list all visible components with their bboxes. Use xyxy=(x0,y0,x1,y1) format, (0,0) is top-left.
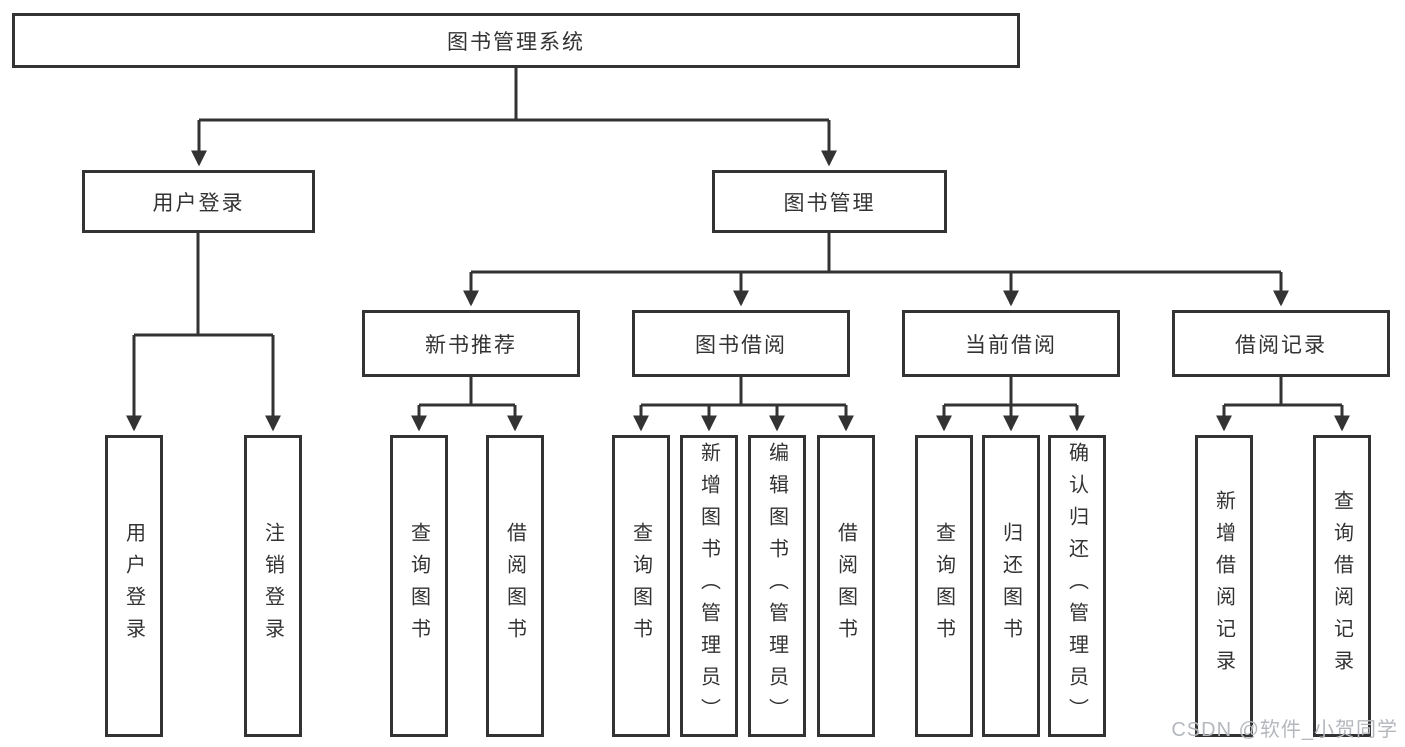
node-label: 归还图书 xyxy=(999,522,1022,650)
leaf-borrow-books: 借阅图书 xyxy=(817,435,875,737)
node-label: 借阅图书 xyxy=(503,522,526,650)
node-label: 当前借阅 xyxy=(965,333,1057,357)
leaf-query-books-current: 查询图书 xyxy=(915,435,973,737)
leaf-query-books-borrowing: 查询图书 xyxy=(612,435,670,737)
leaf-edit-books-admin: 编辑图书（管理员） xyxy=(748,435,806,737)
leaf-query-borrow-record: 查询借阅记录 xyxy=(1313,435,1371,737)
node-label: 借阅图书 xyxy=(834,522,857,650)
node-label: 图书管理系统 xyxy=(447,30,585,54)
leaf-user-login: 用户登录 xyxy=(105,435,163,737)
node-label: 新增借阅记录 xyxy=(1212,490,1235,682)
leaf-logout: 注销登录 xyxy=(244,435,302,737)
node-library-management-system: 图书管理系统 xyxy=(12,13,1020,68)
leaf-query-books-recommend: 查询图书 xyxy=(390,435,448,737)
leaf-add-books-admin: 新增图书（管理员） xyxy=(680,435,738,737)
node-label: 新增图书（管理员） xyxy=(697,442,720,730)
node-label: 确认归还（管理员） xyxy=(1065,442,1088,730)
node-label: 查询图书 xyxy=(629,522,652,650)
leaf-add-borrow-record: 新增借阅记录 xyxy=(1195,435,1253,737)
node-label: 编辑图书（管理员） xyxy=(765,442,788,730)
node-label: 图书管理 xyxy=(783,191,876,215)
node-label: 查询借阅记录 xyxy=(1330,490,1353,682)
leaf-borrow-books-recommend: 借阅图书 xyxy=(486,435,544,737)
node-label: 图书借阅 xyxy=(695,333,787,357)
node-new-book-recommend: 新书推荐 xyxy=(362,310,580,377)
node-label: 查询图书 xyxy=(932,522,955,650)
node-user-login: 用户登录 xyxy=(82,170,315,233)
csdn-watermark: CSDN @软件_小贺同学 xyxy=(1171,719,1398,741)
node-book-borrowing: 图书借阅 xyxy=(632,310,850,377)
node-label: 查询图书 xyxy=(407,522,430,650)
leaf-confirm-return-admin: 确认归还（管理员） xyxy=(1048,435,1106,737)
node-label: 注销登录 xyxy=(261,522,284,650)
node-label: 用户登录 xyxy=(152,191,245,215)
node-book-management: 图书管理 xyxy=(712,170,947,233)
node-label: 用户登录 xyxy=(122,522,145,650)
node-borrowing-records: 借阅记录 xyxy=(1172,310,1390,377)
node-label: 新书推荐 xyxy=(425,333,517,357)
node-current-borrowing: 当前借阅 xyxy=(902,310,1120,377)
node-label: 借阅记录 xyxy=(1235,333,1327,357)
leaf-return-books: 归还图书 xyxy=(982,435,1040,737)
